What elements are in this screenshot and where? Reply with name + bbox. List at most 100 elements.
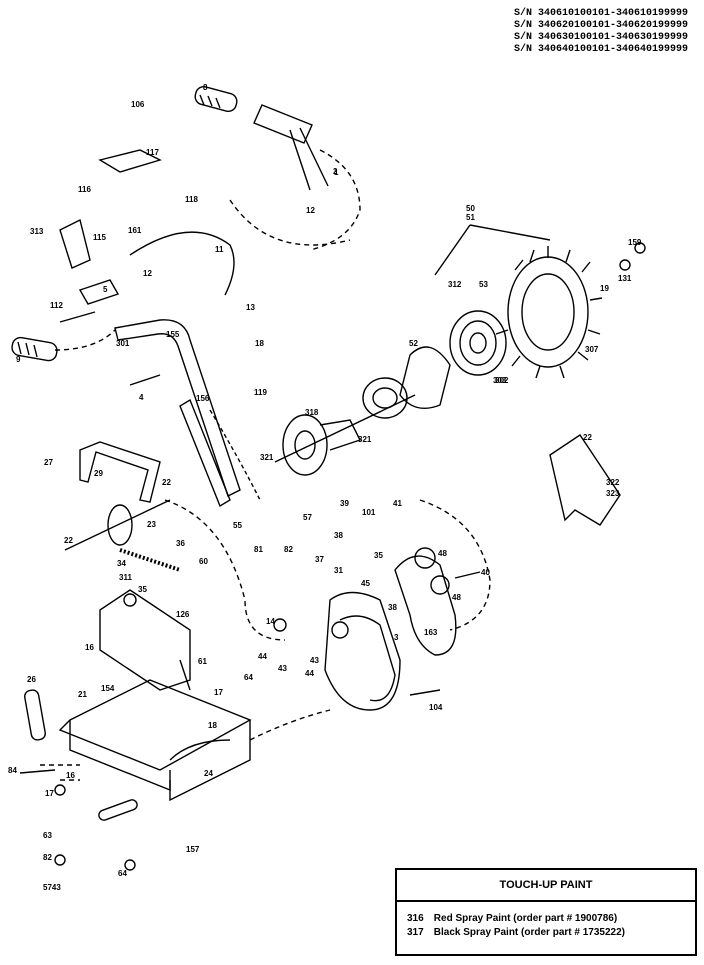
- part-label: 4: [139, 393, 144, 402]
- part-label: 22: [583, 433, 592, 442]
- part-label: 38: [334, 531, 343, 540]
- part-label: 301: [116, 339, 130, 348]
- part-label: 11: [215, 245, 224, 254]
- touch-up-paint-box: TOUCH-UP PAINT 316 Red Spray Paint (orde…: [395, 868, 697, 956]
- tine-shaft: [274, 394, 416, 463]
- part-label: 5: [103, 285, 108, 294]
- part-label: 116: [78, 185, 91, 194]
- serial-number: S/N 340610100101-340610199999: [513, 8, 688, 19]
- part-label: 64: [118, 869, 127, 878]
- part-label: 157: [186, 845, 200, 854]
- part-label: 52: [409, 339, 418, 348]
- part-label: 17: [45, 789, 54, 798]
- part-label: 19: [600, 284, 609, 293]
- part-label: 312: [448, 280, 462, 289]
- part-label: 115: [93, 233, 106, 242]
- part-label: 2: [333, 167, 338, 176]
- part-label: 131: [618, 274, 632, 283]
- part-label: 126: [176, 610, 190, 619]
- part-label: 119: [254, 388, 267, 397]
- part-label: 104: [429, 703, 443, 712]
- paint-item-text: Black Spray Paint (order part # 1735222): [433, 927, 625, 938]
- part-label: 106: [131, 100, 145, 109]
- part-label: 60: [199, 557, 208, 566]
- part-label: 82: [43, 853, 52, 862]
- label-leader: [434, 224, 551, 276]
- part-label: 318: [305, 408, 319, 417]
- part-label: 55: [233, 521, 242, 530]
- part-label: 13: [246, 303, 255, 312]
- part-label: 57: [303, 513, 312, 522]
- part-label: 161: [128, 226, 142, 235]
- part-label: 48: [452, 593, 461, 602]
- handle-grip-upper: [194, 85, 238, 113]
- part-label: 44: [305, 669, 314, 678]
- part-label: 8: [203, 83, 208, 92]
- part-label: 5743: [43, 883, 61, 892]
- part-label: 311: [119, 573, 132, 582]
- part-label: 12: [306, 206, 315, 215]
- lever-bracket: [59, 149, 162, 305]
- part-label: 40: [481, 568, 490, 577]
- part-label: 44: [258, 652, 267, 661]
- part-label: 303: [493, 376, 507, 385]
- part-label: 1: [334, 168, 339, 177]
- part-label: 43: [310, 656, 319, 665]
- touch-up-paint-list: 316 Red Spray Paint (order part # 190078…: [397, 902, 695, 940]
- part-label: 27: [44, 458, 53, 467]
- part-label: 41: [393, 499, 402, 508]
- part-label: 39: [340, 499, 349, 508]
- part-label: 321: [260, 453, 274, 462]
- part-label: 63: [43, 831, 52, 840]
- part-label: 22: [162, 478, 171, 487]
- paint-item-number: 317: [407, 927, 424, 938]
- part-label: 81: [254, 545, 263, 554]
- part-label: 16: [85, 643, 94, 652]
- part-label: 3: [394, 633, 399, 642]
- part-label: 45: [361, 579, 370, 588]
- idler-pulley-40: [430, 575, 450, 595]
- lower-handle-bar: [114, 319, 261, 508]
- part-label: 9: [16, 355, 21, 364]
- part-label: 36: [176, 539, 185, 548]
- part-label: 31: [334, 566, 343, 575]
- sprocket: [64, 499, 181, 572]
- part-label: 17: [214, 688, 223, 697]
- part-label: 307: [585, 345, 599, 354]
- paint-item-number: 316: [407, 913, 424, 924]
- part-label: 26: [27, 675, 36, 684]
- belt-housing: [324, 591, 401, 711]
- part-label: 112: [50, 301, 63, 310]
- part-label: 101: [362, 508, 376, 517]
- part-label: 302: [495, 376, 509, 385]
- part-label: 37: [315, 555, 324, 564]
- part-label: 29: [94, 469, 103, 478]
- part-label: 38: [388, 603, 397, 612]
- part-label: 24: [204, 769, 213, 778]
- part-label: 50: [466, 204, 475, 213]
- part-label: 51: [466, 213, 475, 222]
- part-label: 117: [146, 148, 159, 157]
- part-label: 84: [8, 766, 17, 775]
- part-label: 22: [64, 536, 73, 545]
- paint-item: 317 Black Spray Paint (order part # 1735…: [407, 926, 695, 940]
- part-labels: 1 2 3 4 5 8 9 11 12 12 13 14 16 16 17 17…: [8, 83, 642, 936]
- idler-pulley-48: [414, 547, 436, 569]
- part-label: 23: [147, 520, 156, 529]
- part-label: 82: [284, 545, 293, 554]
- depth-bar-bracket: [79, 441, 161, 503]
- serial-number-list: S/N 340610100101-340610199999 S/N 340620…: [514, 8, 688, 56]
- fastener-bolts: [19, 242, 646, 871]
- serial-number: S/N 340620100101-340620199999: [513, 20, 688, 31]
- part-label: 43: [278, 664, 287, 673]
- part-label: 159: [628, 238, 642, 247]
- part-label: 34: [117, 559, 126, 568]
- clutch-drum: [362, 346, 451, 419]
- part-label: 323: [606, 489, 620, 498]
- drive-belt: [394, 555, 457, 656]
- part-label: 21: [78, 690, 87, 699]
- paint-item: 316 Red Spray Paint (order part # 190078…: [407, 912, 695, 926]
- handle-grip-lower: [11, 336, 58, 362]
- part-label: 322: [606, 478, 620, 487]
